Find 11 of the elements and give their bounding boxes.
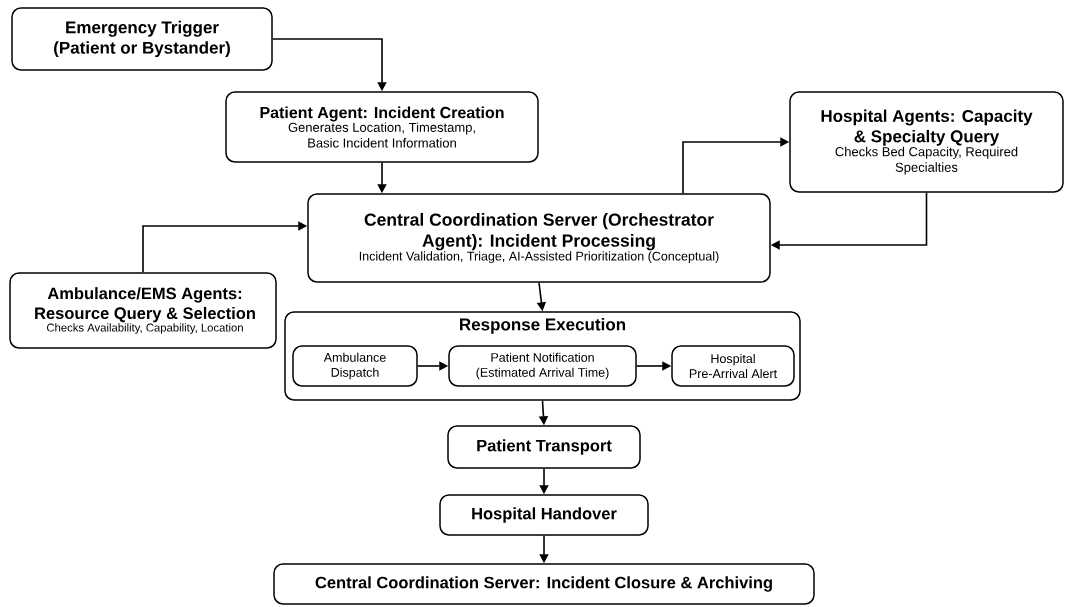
process-box: Hospital Handover — [439, 494, 649, 536]
process-box: Central Coordination Server (Orchestrator Agent): Incident Processing Incident Validation, Triage, AI-Assisted Prioritization (Conceptual) — [307, 193, 771, 283]
process-box: Patient Notification (Estimated Arrival Time) — [448, 345, 637, 387]
process-box: Hospital Agents: Capacity & Specialty Query Checks Bed Capacity, Required Specialties — [789, 91, 1064, 193]
process-box: Central Coordination Server: Incident Closure & Archiving — [273, 563, 815, 605]
process-box: Emergency Trigger (Patient or Bystander) — [11, 7, 273, 71]
process-box: Ambulance/EMS Agents: Resource Query & Selection Checks Availability, Capability, Location — [9, 272, 277, 349]
process-box: Patient Agent: Incident Creation Generates Location, Timestamp, Basic Incident Information — [225, 91, 539, 163]
process-box: Ambulance Dispatch — [292, 345, 418, 387]
process-box: Hospital Pre-Arrival Alert — [671, 345, 795, 387]
process-box: Patient Transport — [447, 425, 641, 469]
